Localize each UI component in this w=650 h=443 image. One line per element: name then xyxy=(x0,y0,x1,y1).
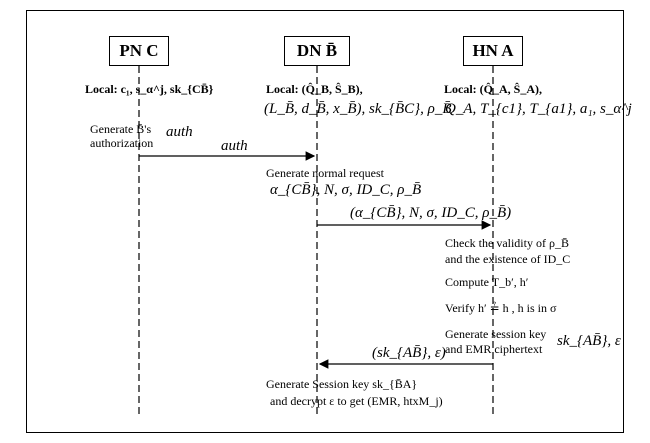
msg-request-label: (α_{CB̄}, N, σ, ID_C, ρ_B̄) xyxy=(350,205,512,221)
gen-auth-line2: authorization xyxy=(90,136,154,150)
verify-label: Verify h′ ≟ h , h is in σ xyxy=(445,301,557,315)
local-b-line2: (L_B̄, d_B̄, x_B̄), sk_{B̄C}, ρ_B̄ xyxy=(264,101,452,117)
local-c: Local: c₁, s_α^j, sk_{CB̄} xyxy=(85,82,214,96)
party-box-hn-a: HN A xyxy=(463,36,523,66)
auth-local-label: auth xyxy=(166,124,193,140)
party-box-pn-c: PN C xyxy=(109,36,169,66)
party-label-c: PN C xyxy=(119,41,159,60)
local-a-line2: Q_A, T_{c1}, T_{a1}, a₁, s_α^j xyxy=(445,101,632,117)
msg-response-label: (sk_{AB̄}, ε) xyxy=(372,345,446,361)
compute-label: Compute T_b′, h′ xyxy=(445,275,529,289)
gen-session-line1: Generate session key xyxy=(445,327,547,341)
check-line1: Check the validity of ρ_B̄ xyxy=(445,236,569,250)
gen-auth-line1: Generate B̄'s xyxy=(90,122,152,136)
party-label-a: HN A xyxy=(472,41,514,60)
diagram-frame xyxy=(26,10,624,433)
party-box-dn-b: DN B̄ xyxy=(284,36,350,66)
local-b-line1: Local: (Q̂_B, Ŝ_B), xyxy=(266,82,363,96)
msg-auth-label: auth xyxy=(221,138,248,154)
final-line2: and decrypt ε to get (EMR, htxM_j) xyxy=(270,394,443,408)
session-vals: sk_{AB̄}, ε xyxy=(557,333,621,349)
party-label-b: DN B̄ xyxy=(296,41,338,60)
gen-session-line2: and EMR ciphertext xyxy=(445,342,543,356)
local-a-line1: Local: (Q̂_A, Ŝ_A), xyxy=(444,82,542,96)
request-tuple: α_{CB̄}, N, σ, ID_C, ρ_B̄ xyxy=(270,182,422,198)
check-line2: and the existence of ID_C xyxy=(445,252,571,266)
gen-request-label: Generate normal request xyxy=(266,166,384,180)
final-line1: Generate Session key sk_{B̄A} xyxy=(266,377,418,391)
